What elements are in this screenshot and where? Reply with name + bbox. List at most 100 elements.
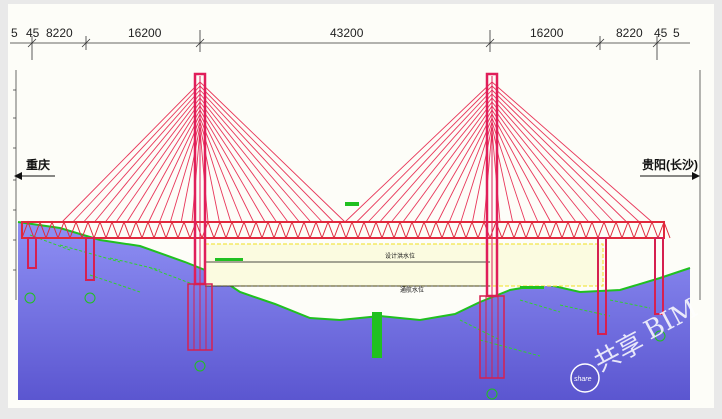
right-pylon (479, 72, 505, 379)
stay-cable (491, 109, 564, 223)
stay-cable (491, 113, 552, 223)
piers (27, 237, 664, 335)
stay-cable (148, 113, 201, 223)
left-pylon (187, 72, 213, 351)
stay-cable (94, 93, 201, 223)
left-direction-arrow (14, 172, 55, 180)
stay-cable (471, 125, 493, 223)
stay-cable (199, 85, 334, 223)
stay-cable (199, 81, 346, 223)
truss-member (525, 220, 539, 239)
stay-cable (180, 125, 201, 223)
truss-member (153, 220, 167, 239)
truss-member (261, 220, 275, 239)
truss-member (141, 220, 155, 239)
truss-member (657, 220, 671, 239)
stay-cable (199, 109, 266, 223)
stay-cable (402, 101, 493, 223)
stay-cable (199, 125, 220, 223)
truss-member (465, 220, 479, 239)
stay-cable (199, 105, 277, 223)
stay-cable (448, 117, 493, 223)
truss-member (321, 220, 335, 239)
stay-cable (491, 93, 615, 223)
truss-member (333, 220, 347, 239)
truss-member (393, 220, 407, 239)
survey-annotations (24, 202, 666, 400)
right-direction-arrow (640, 172, 700, 180)
stay-cable (491, 89, 627, 223)
truss-member (237, 220, 251, 239)
share-badge-icon (570, 363, 600, 393)
stay-cable (491, 85, 640, 223)
truss-member (369, 220, 383, 239)
dim-right-side-span: 8220 (616, 26, 643, 40)
truss-member (429, 220, 443, 239)
truss-member (45, 220, 59, 239)
truss-member (501, 220, 515, 239)
truss-member (549, 220, 563, 239)
dim-right-main-span: 16200 (530, 26, 564, 40)
truss-member (117, 220, 131, 239)
truss-member (21, 220, 35, 239)
stay-cable (137, 109, 201, 223)
stay-cable (72, 85, 201, 223)
truss-member (597, 220, 611, 239)
stay-cable (437, 113, 493, 223)
truss-member (513, 220, 527, 239)
stay-cable (367, 89, 493, 223)
dim-center-span: 43200 (330, 26, 364, 40)
truss-member (561, 220, 575, 239)
truss-member (405, 220, 419, 239)
dim-left-45: 45 (26, 26, 40, 40)
stay-cable (414, 105, 493, 223)
truss-member (273, 220, 287, 239)
lower-water-level-label: 通航水位 (400, 286, 424, 294)
stay-cable (199, 89, 323, 223)
truss-member (249, 220, 263, 239)
stay-cable (344, 81, 493, 223)
deck-truss-web (21, 220, 671, 239)
water-level-zone (204, 243, 604, 287)
truss-member (585, 220, 599, 239)
stay-cable (425, 109, 493, 223)
upper-water-level-label: 设计洪水位 (385, 252, 415, 260)
truss-member (309, 220, 323, 239)
stay-cable (83, 89, 201, 223)
ground-line (17, 221, 691, 322)
truss-member (105, 220, 119, 239)
stay-cable (491, 101, 590, 223)
dim-left-side-span: 8220 (46, 26, 73, 40)
truss-member (381, 220, 395, 239)
truss-member (537, 220, 551, 239)
left-direction-city: 重庆 (26, 157, 50, 172)
truss-member (57, 220, 71, 239)
truss-member (645, 220, 659, 239)
share-badge-text: share (574, 376, 592, 383)
truss-member (633, 220, 647, 239)
stay-cable (379, 93, 493, 223)
stay-cable (115, 101, 201, 223)
stay-cable (199, 93, 312, 223)
stay-cable (199, 117, 243, 223)
stay-cable (491, 81, 653, 223)
truss-member (453, 220, 467, 239)
stay-cables (61, 81, 653, 223)
truss-member (225, 220, 239, 239)
right-direction-city: 贵阳(长沙) (642, 157, 698, 172)
stay-cable (356, 85, 493, 223)
truss-member (573, 220, 587, 239)
stay-cable (199, 113, 255, 223)
truss-member (129, 220, 143, 239)
dim-right-45: 45 (654, 26, 668, 40)
stay-cable (491, 105, 577, 223)
truss-member (177, 220, 191, 239)
elevation-ruler (13, 70, 17, 300)
stay-cable (491, 117, 539, 223)
stay-cable (104, 97, 201, 223)
truss-member (165, 220, 179, 239)
truss-member (609, 220, 623, 239)
stay-cable (491, 97, 602, 223)
